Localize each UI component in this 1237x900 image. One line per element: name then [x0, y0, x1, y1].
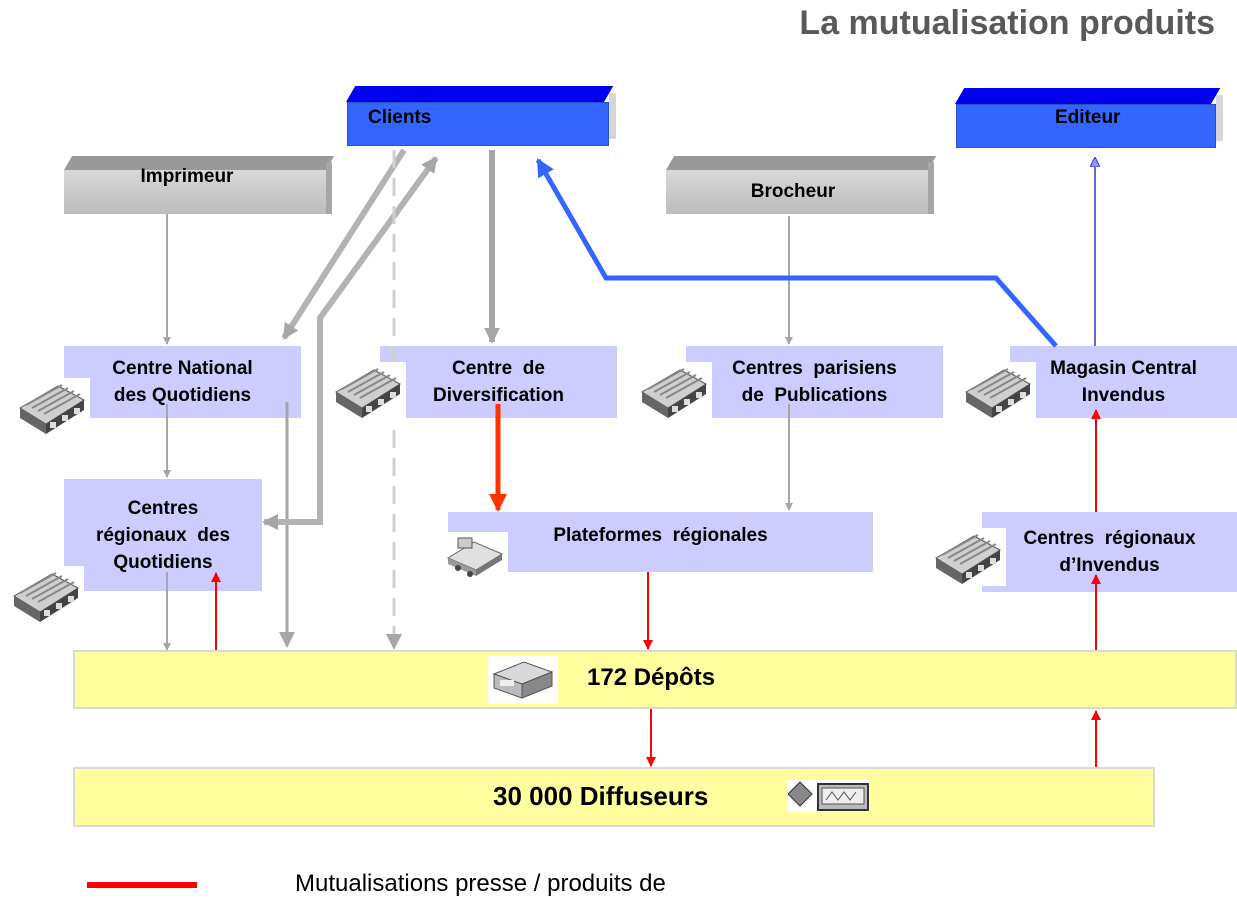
node-editeur-label: Editeur [1055, 107, 1121, 128]
node-crq-line2: régionaux des [95, 524, 231, 546]
legend-red-line [87, 882, 197, 888]
factory-icon [14, 378, 90, 436]
node-magasin-central: Magasin Central Invendus [1010, 346, 1237, 418]
node-centres-parisiens-line1: Centres parisiens [732, 358, 897, 379]
node-brocheur: Brocheur [666, 156, 937, 214]
node-centres-regionaux-invendus: Centres régionaux d’Invendus [982, 512, 1237, 592]
arrow-crq-to-clients [266, 156, 439, 525]
page-title: La mutualisation produits [799, 4, 1215, 42]
conveyor-icon [444, 532, 508, 582]
node-clients-label: Clients [368, 107, 432, 128]
node-clients: Clients [346, 86, 616, 146]
node-imprimeur-label: Imprimeur [140, 166, 234, 187]
node-centres-parisiens: Centres parisiens de Publications [686, 346, 943, 418]
node-depots-label: 172 Dépôts [587, 664, 716, 691]
factory-icon [8, 566, 84, 624]
node-brocheur-label: Brocheur [750, 181, 836, 202]
node-centres-regionaux-quotidiens: Centres régionaux des Quotidiens [64, 479, 262, 591]
node-centres-parisiens-line2: de Publications [741, 385, 888, 406]
factory-icon [960, 362, 1036, 420]
legend-text: Mutualisations presse / produits de [295, 870, 666, 897]
depot-building-icon [488, 656, 558, 704]
node-imprimeur: Imprimeur [64, 156, 335, 214]
node-diffuseurs: 30 000 Diffuseurs [73, 767, 1155, 827]
node-plateformes-label: Plateformes régionales [553, 525, 768, 546]
arrow-magasin-to-clients [535, 158, 1058, 348]
node-depots: 172 Dépôts [73, 650, 1237, 709]
node-centre-national-line1: Centre National [112, 358, 253, 379]
node-magasin-central-line1: Magasin Central [1050, 358, 1197, 379]
node-crq-line1: Centres [127, 497, 199, 519]
diffuseur-shop-icon [788, 780, 870, 812]
node-centre-national: Centre National des Quotidiens [64, 346, 301, 418]
node-centre-national-line2: des Quotidiens [113, 385, 252, 406]
factory-icon [930, 528, 1006, 586]
node-plateformes-regionales: Plateformes régionales [448, 512, 873, 572]
node-editeur: Editeur [955, 88, 1223, 148]
node-diffuseurs-label: 30 000 Diffuseurs [493, 781, 709, 811]
node-centre-diversification: Centre de Diversification [380, 346, 617, 418]
factory-icon [636, 362, 712, 420]
node-centre-diversification-line2: Diversification [433, 385, 564, 406]
node-cri-line1: Centres régionaux [1023, 528, 1196, 549]
arrow-clients-to-centre-national [281, 148, 407, 340]
factory-icon [330, 362, 406, 420]
node-centre-diversification-line1: Centre de [452, 358, 545, 379]
node-cri-line2: d’Invendus [1059, 555, 1160, 576]
node-crq-line3: Quotidiens [113, 551, 213, 573]
node-magasin-central-line2: Invendus [1081, 385, 1166, 406]
